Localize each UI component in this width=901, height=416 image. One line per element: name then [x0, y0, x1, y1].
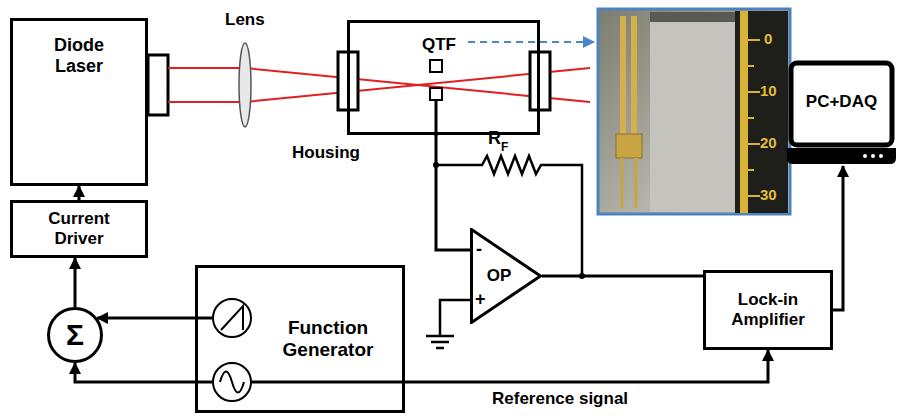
ramp-waveform — [221, 306, 243, 330]
resistor-label: R — [488, 128, 501, 149]
node-text: OP — [487, 266, 512, 286]
housing-window — [530, 52, 550, 110]
ruler-number: 30 — [760, 186, 777, 203]
sine-waveform — [220, 372, 244, 393]
ruler-tick — [748, 169, 754, 171]
lens-symbol — [239, 43, 251, 127]
signal-connector — [78, 186, 81, 200]
node-text: Lock-in Amplifier — [713, 290, 823, 329]
laser-box: Diode Laser — [10, 18, 148, 186]
signal-connector — [542, 275, 703, 278]
opamp-body — [472, 230, 541, 323]
node-text: Housing — [292, 143, 360, 163]
signal-connector — [405, 350, 768, 382]
laptop-base — [787, 148, 896, 164]
ruler-number: 20 — [760, 134, 777, 151]
lockin-box: Lock-in Amplifier — [703, 270, 833, 350]
fork-prong — [620, 16, 626, 134]
generator-box: Function Generator — [195, 265, 405, 413]
driver-box: Current Driver — [10, 200, 148, 258]
laptop-screen — [791, 63, 892, 145]
ruler-body — [735, 11, 788, 213]
resistor-subscript: F — [501, 141, 508, 155]
photo-holder — [650, 12, 735, 212]
beam-ray — [168, 68, 590, 102]
source-wire — [196, 381, 213, 384]
fork-prong — [631, 16, 637, 134]
ruler-tick — [748, 143, 760, 145]
qtf-wire — [435, 100, 438, 136]
ruler-tick — [748, 91, 760, 93]
laser-beam — [168, 68, 590, 102]
ruler-number: 10 — [760, 82, 777, 99]
source-wire — [251, 381, 404, 384]
beam-ray — [168, 68, 590, 102]
node-text: Current Driver — [29, 209, 129, 248]
node-text: QTF — [422, 35, 456, 55]
fork-base — [616, 134, 642, 158]
node-text: PC+DAQ — [806, 92, 877, 112]
node-text: Σ — [66, 318, 84, 353]
signal-connector — [436, 135, 470, 250]
node-text: Function Generator — [263, 317, 393, 361]
edge-label: Reference signal — [492, 389, 628, 409]
summer-circle: Σ — [47, 307, 103, 363]
ramp-source — [213, 299, 251, 337]
laptop-led — [863, 154, 867, 158]
laptop-led — [871, 154, 875, 158]
ground-symbol — [431, 341, 449, 344]
photo-pointer — [468, 41, 594, 43]
ruler-number: 0 — [764, 30, 772, 47]
laser-aperture — [148, 55, 168, 115]
fork-leg — [621, 158, 624, 208]
lens-label: Lens — [225, 10, 265, 30]
plus-sign: + — [475, 289, 486, 310]
laptop-led — [879, 154, 883, 158]
housing-box: HousingQTF — [347, 20, 540, 135]
ruler-strip — [740, 11, 748, 213]
ruler-tick — [748, 117, 754, 119]
ground-symbol — [436, 347, 444, 350]
fork-leg — [635, 158, 638, 208]
sine-source — [213, 363, 251, 401]
source-wire — [196, 317, 213, 320]
laptop-outline — [785, 60, 898, 166]
ruler-tick — [748, 195, 760, 197]
signal-connector — [74, 258, 77, 307]
ruler-ticks — [748, 40, 760, 196]
qtf-prong — [430, 88, 442, 100]
signal-connector — [75, 363, 195, 382]
photo-bracket — [650, 12, 735, 22]
node-text: Diode Laser — [39, 35, 119, 76]
ruler-tick — [748, 65, 754, 67]
qtf-photo — [598, 9, 790, 214]
minus-sign: - — [476, 239, 482, 260]
computer-icon: PC+DAQ — [785, 60, 898, 166]
signal-connector — [833, 166, 843, 310]
ground-wire — [440, 300, 470, 336]
ground-symbol — [426, 335, 454, 338]
ruler-tick — [748, 39, 760, 41]
signal-connector — [97, 317, 195, 320]
qtf-prong — [430, 60, 442, 72]
photo-frame — [598, 9, 790, 214]
